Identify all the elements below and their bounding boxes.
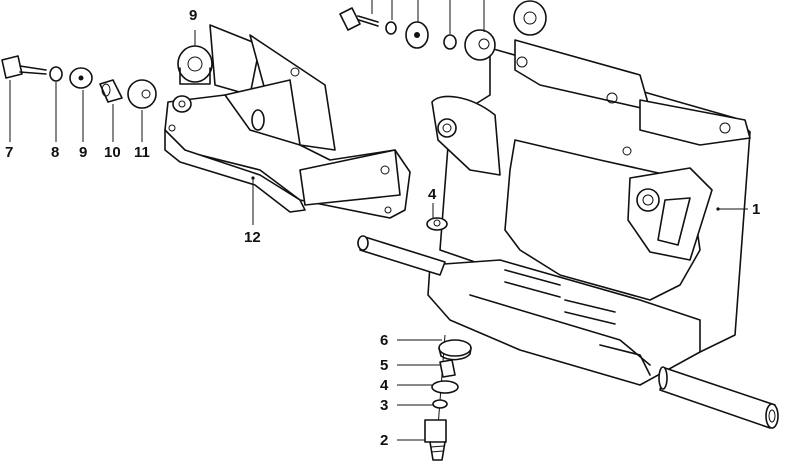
bottom-hardware [397,203,472,461]
label-2: 2 [380,432,388,449]
label-8: 8 [51,144,59,161]
label-9-left: 9 [79,144,87,161]
callout-labels: 1 2 3 4 4 5 6 7 8 9 9 10 11 12 [5,7,760,449]
sub-bracket [164,24,411,225]
label-9-top: 9 [189,7,197,24]
label-1: 1 [752,201,760,218]
label-3: 3 [380,397,388,414]
label-10: 10 [104,144,121,161]
label-11: 11 [134,144,150,161]
label-4-top: 4 [428,186,437,203]
label-6: 6 [380,332,388,349]
label-12: 12 [244,229,261,246]
main-bracket [357,39,779,429]
label-7: 7 [5,144,13,161]
left-hardware [1,55,157,142]
label-4-bottom: 4 [380,377,389,394]
label-5: 5 [380,357,388,374]
top-hardware [339,0,547,61]
